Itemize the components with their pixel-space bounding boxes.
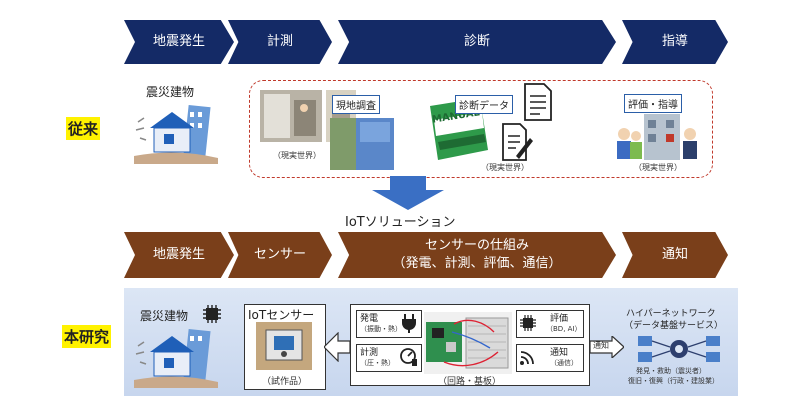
field-photo-1 [260, 90, 322, 142]
bottom-step-mechanism-sublabel: （発電、計測、評価、通信） [392, 256, 562, 271]
notify-sublabel: （通信） [550, 359, 578, 367]
real-world-caption-2: （現実世界） [481, 163, 529, 172]
top-step-guidance: 指導 [622, 20, 728, 64]
damaged-building-illustration [134, 104, 218, 164]
prototype-caption: （試作品） [262, 377, 308, 387]
down-arrow [372, 176, 444, 210]
top-step-earthquake: 地震発生 [124, 20, 234, 64]
circuit-board-photo [424, 312, 512, 374]
evaluation-sublabel: （BD, AI） [546, 325, 582, 333]
network-line-1: 発見・救助（震災者） [636, 367, 706, 375]
top-step-guidance-label: 指導 [661, 34, 688, 50]
top-step-diagnosis-label: 診断 [463, 34, 490, 50]
top-step-diagnosis: 診断 [338, 20, 616, 64]
sensor-prototype-photo [256, 322, 312, 370]
bottom-step-notify-label: 通知 [661, 247, 688, 263]
measure-sublabel: （圧・熱） [360, 359, 395, 367]
study-building-label: 震災建物 [140, 309, 189, 323]
real-world-caption-1: （現実世界） [273, 151, 321, 160]
top-step-earthquake-label: 地震発生 [152, 34, 205, 50]
bottom-step-sensor: センサー [228, 232, 332, 278]
conventional-building-label: 震災建物 [146, 85, 195, 99]
evaluation-module [516, 310, 584, 338]
power-sublabel: （振動・熱） [360, 325, 402, 333]
network-line-2: 復旧・復興（行政・建設業） [628, 377, 719, 385]
notify-arrow-label: 通知 [593, 341, 609, 350]
bottom-step-mechanism: センサーの仕組み （発電、計測、評価、通信） [338, 232, 616, 278]
evaluation-tag: 評価・指導 [624, 94, 682, 113]
bottom-step-earthquake: 地震発生 [124, 232, 234, 278]
top-step-measure-label: 計測 [266, 34, 293, 50]
bottom-step-earthquake-label: 地震発生 [152, 247, 205, 263]
circuit-caption: （回路・基板） [438, 377, 502, 387]
evaluation-guidance-illustration [617, 114, 697, 160]
notify-label: 通知 [550, 348, 569, 358]
diagnosis-data-tag: 診断データ [455, 95, 513, 114]
bottom-step-notify: 通知 [622, 232, 728, 278]
conventional-dashed-frame [249, 80, 713, 178]
network-title: ハイパーネットワーク [626, 309, 716, 319]
measure-module [356, 344, 422, 372]
row-label-this-study: 本研究 [62, 325, 112, 348]
measure-label: 計測 [360, 348, 379, 358]
top-step-measure: 計測 [228, 20, 332, 64]
chip-icon [203, 305, 221, 323]
field-survey-tag: 現地調査 [332, 95, 380, 114]
evaluation-label: 評価 [550, 314, 569, 324]
network-illustration [638, 336, 720, 362]
gauge-icon [400, 348, 417, 366]
right-arrow [590, 336, 624, 358]
real-world-caption-3: （現実世界） [634, 163, 682, 172]
plug-icon [402, 314, 416, 333]
signal-icon [520, 351, 534, 365]
power-label: 発電 [360, 314, 379, 324]
notify-module [516, 344, 584, 372]
field-photo-3 [330, 118, 394, 170]
left-arrow [324, 332, 350, 362]
bottom-step-sensor-label: センサー [253, 247, 306, 263]
study-building-illustration [134, 328, 218, 388]
iot-solution-label: IoTソリューション [345, 215, 456, 230]
iot-sensor-title: IoTセンサー [248, 308, 315, 322]
bottom-step-mechanism-label: センサーの仕組み [424, 238, 529, 254]
document-pen-icon [502, 123, 533, 161]
cpu-icon [520, 315, 536, 331]
network-subtitle: （データ基盤サービス） [624, 321, 724, 331]
row-label-conventional: 従来 [66, 117, 101, 140]
document-icon [524, 83, 552, 121]
